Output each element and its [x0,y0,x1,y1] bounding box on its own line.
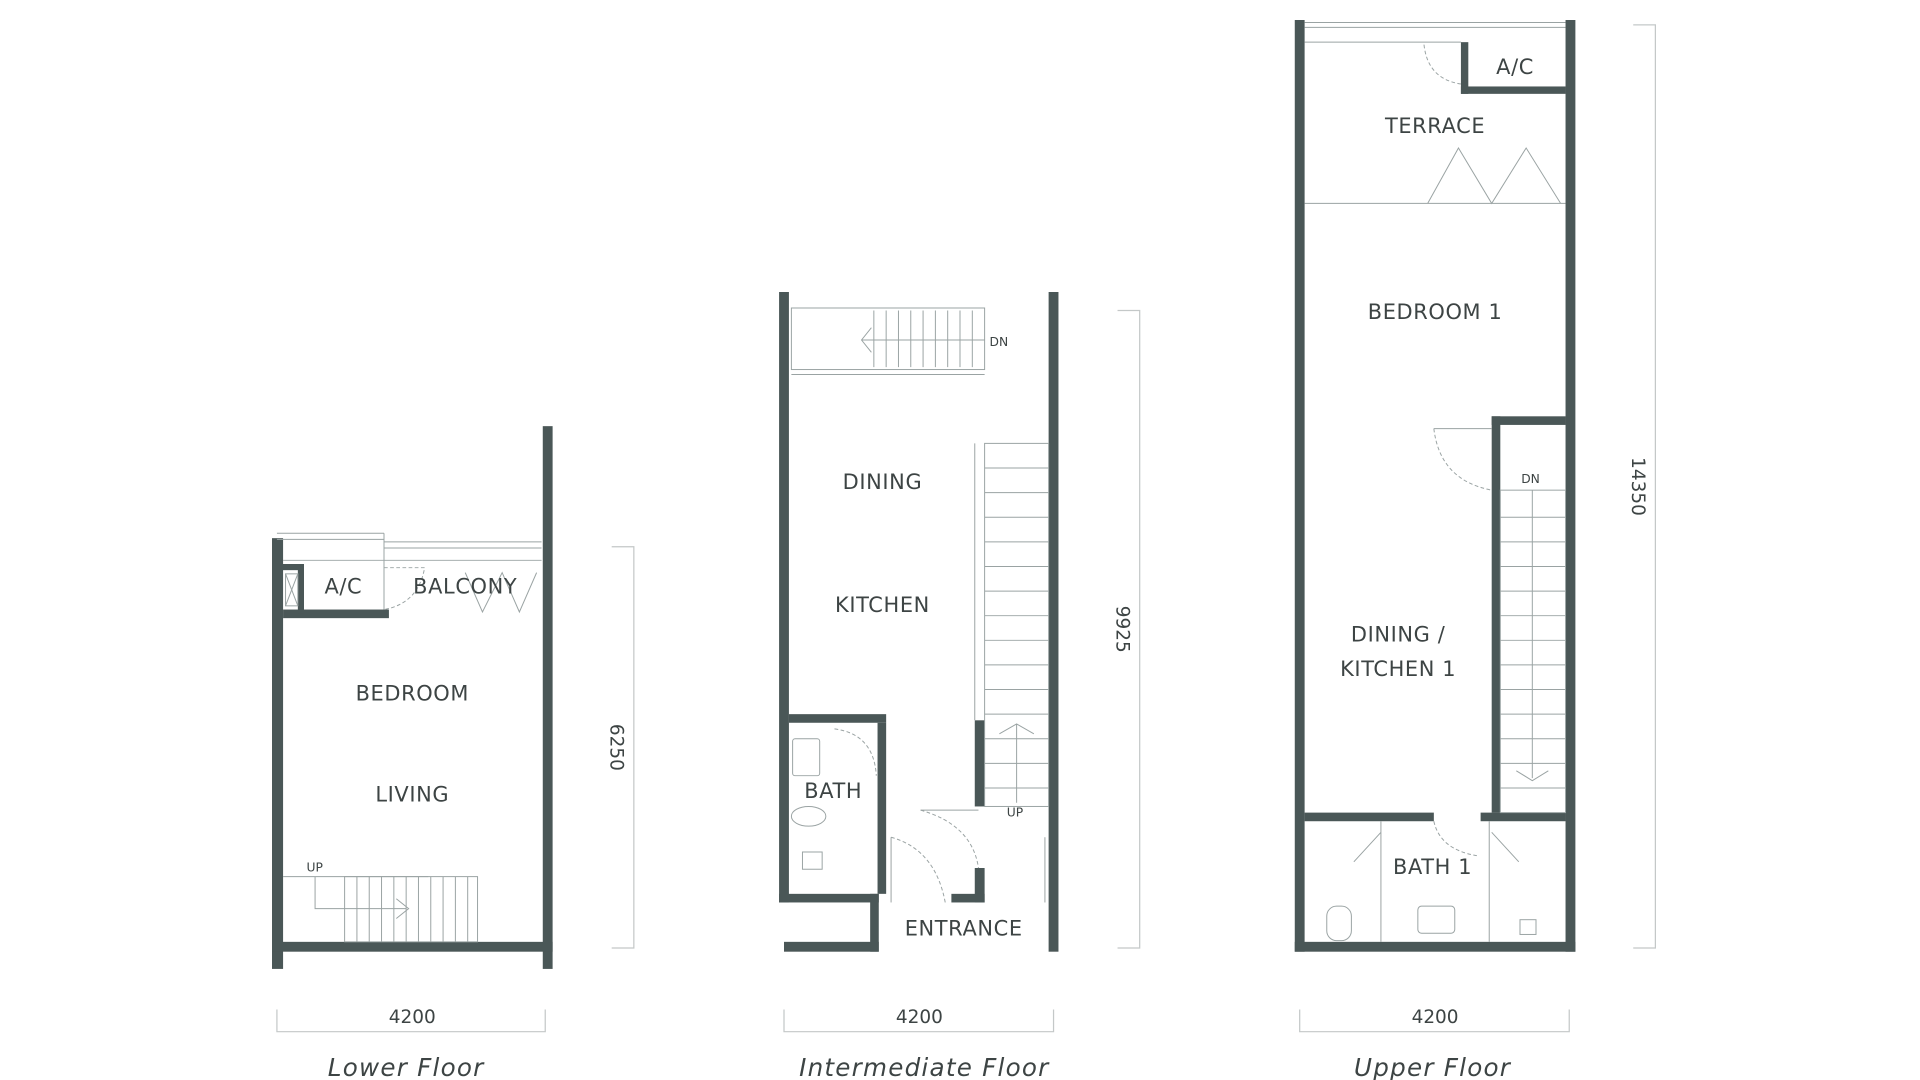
height-dimension: 14350 [1627,457,1648,516]
wall [779,292,789,903]
wall [877,722,887,894]
stair-up-label: UP [306,861,322,875]
wall [788,714,887,723]
terrace-fixtures [1304,21,1566,942]
wall [779,893,879,903]
side-stairs[interactable] [974,442,1050,807]
wall [784,941,879,952]
stair-down-label: DN [1521,472,1540,486]
balcony-railing [276,532,542,614]
room-label-kitchen: KITCHEN [835,593,930,617]
room-label-bedroom: BEDROOM 1 [1368,300,1503,324]
room-label-ac: A/C [324,575,362,599]
top-stairs[interactable] [790,307,986,375]
width-dimension-line [276,1009,546,1033]
wall [1480,812,1566,822]
wall [974,720,985,807]
wall [272,941,553,952]
bath-fixtures [790,728,1046,903]
wall [272,538,284,969]
wall [1294,20,1305,952]
wall [542,426,553,969]
intermediate-floor-plan: DN UP DINING KITCHEN BATH ENTRANCE 9925 … [779,292,1141,1080]
room-label-balcony: BALCONY [413,575,517,599]
height-dimension: 9925 [1111,606,1132,653]
upper-floor-plan: DN A/C TERRACE BEDROOM 1 DINING / KITCHE… [1294,20,1656,1080]
room-label-bath: BATH [804,779,862,803]
wall [1294,941,1576,952]
room-label-dining: DINING / [1351,623,1446,647]
wall [1304,812,1434,822]
width-dimension-line [783,1009,1055,1033]
floor-caption: Upper Floor [1354,1053,1512,1080]
stair-down-label: DN [990,335,1009,349]
height-dimension-line [1633,24,1656,949]
wall [283,609,389,619]
lower-stairs[interactable] [283,876,479,943]
wall [951,893,985,903]
wall [870,893,879,952]
room-label-ac: A/C [1496,55,1534,79]
floor-caption: Lower Floor [328,1053,485,1080]
width-dimension-line [1299,1009,1570,1033]
wall [1048,292,1059,952]
wall [974,868,985,903]
height-dimension-line [611,546,635,949]
room-label-entrance: ENTRANCE [905,917,1023,941]
room-label-bedroom: BEDROOM [356,682,469,706]
height-dimension: 6250 [605,724,626,771]
stair-up-label: UP [1007,805,1023,819]
room-label-kitchen: KITCHEN 1 [1340,657,1456,681]
upper-stairs[interactable] [1499,489,1567,814]
lower-floor-plan: UP A/C BALCONY BEDROOM LIVING 6250 4200 … [272,426,635,1080]
wall [1460,86,1566,94]
width-dimension: 4200 [1412,1007,1459,1028]
room-label-terrace: TERRACE [1384,114,1485,138]
wall [1565,20,1576,952]
width-dimension: 4200 [389,1007,436,1028]
room-label-living: LIVING [375,783,449,807]
height-dimension-line [1117,309,1141,949]
room-label-dining: DINING [843,470,923,494]
wall [297,564,304,614]
wall [272,564,304,571]
room-label-bath: BATH 1 [1393,855,1472,879]
wall [1491,416,1501,813]
floor-caption: Intermediate Floor [799,1053,1050,1080]
wall [1491,416,1566,425]
wall [1460,42,1469,94]
width-dimension: 4200 [896,1007,943,1028]
